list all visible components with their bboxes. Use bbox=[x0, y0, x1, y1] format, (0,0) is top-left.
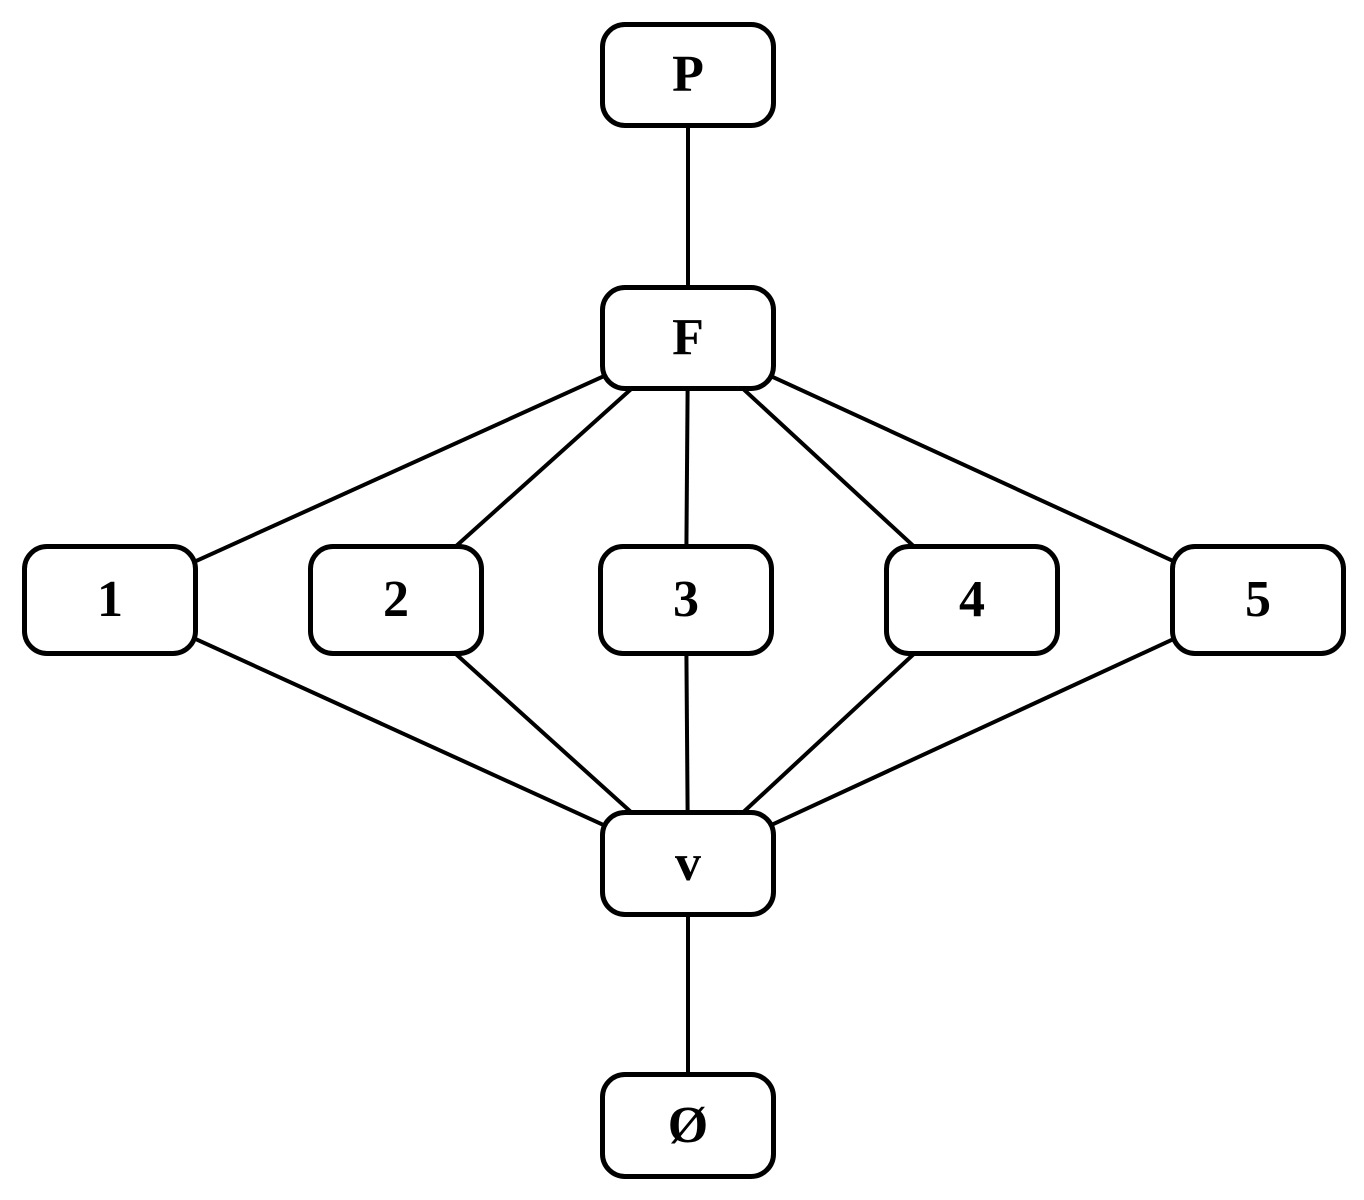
node-v: v bbox=[600, 810, 776, 917]
node-label-2: 2 bbox=[383, 571, 409, 628]
node-label-1: 1 bbox=[97, 571, 123, 628]
node-label-v: v bbox=[675, 834, 701, 892]
node-F: F bbox=[600, 285, 776, 391]
node-3: 3 bbox=[598, 544, 774, 656]
edge-F-1 bbox=[109, 336, 689, 602]
node-label-empty: Ø bbox=[667, 1096, 709, 1154]
edge-5-v bbox=[687, 598, 1259, 866]
node-label-P: P bbox=[672, 46, 704, 103]
node-1: 1 bbox=[22, 544, 198, 656]
node-label-4: 4 bbox=[959, 571, 985, 628]
node-label-3: 3 bbox=[673, 571, 699, 628]
edge-1-v bbox=[109, 598, 689, 866]
node-empty: Ø bbox=[600, 1072, 776, 1179]
node-2: 2 bbox=[308, 544, 484, 656]
node-P: P bbox=[600, 22, 776, 128]
node-label-5: 5 bbox=[1245, 571, 1271, 628]
node-label-F: F bbox=[672, 309, 704, 366]
node-4: 4 bbox=[884, 544, 1060, 656]
edge-F-5 bbox=[687, 336, 1259, 602]
node-5: 5 bbox=[1170, 544, 1346, 656]
